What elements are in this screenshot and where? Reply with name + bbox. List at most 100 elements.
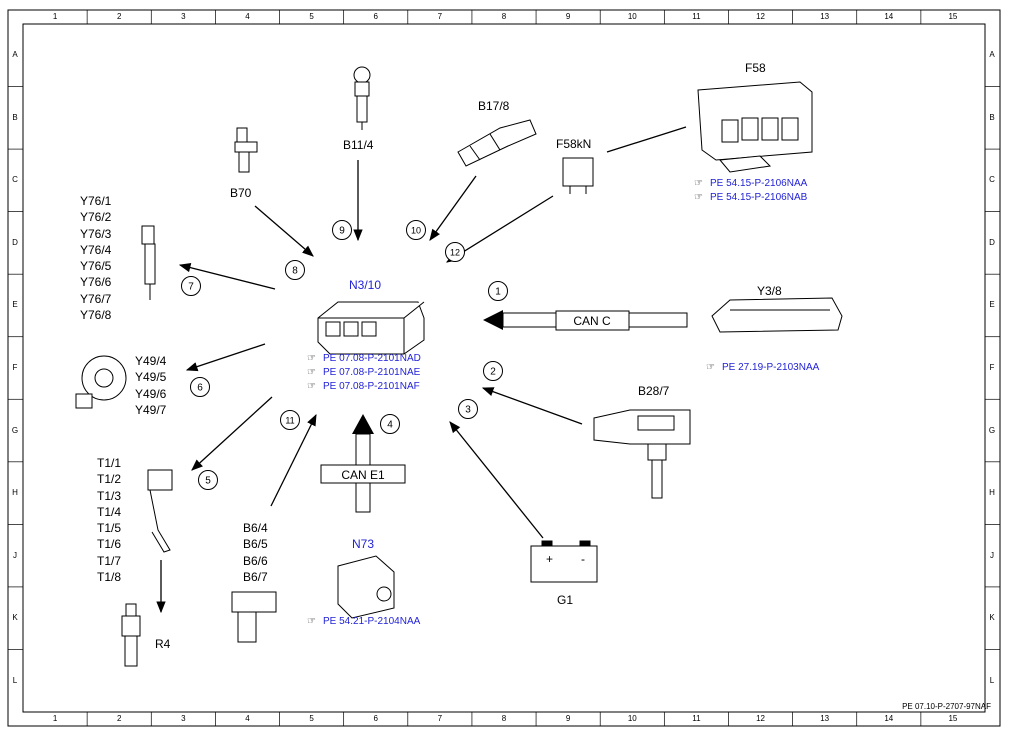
y76-fuel-injector-icon bbox=[141, 225, 156, 300]
reference-link[interactable]: ☞PE 54.15-P-2106NAA bbox=[694, 178, 808, 189]
callout-circle bbox=[380, 414, 400, 434]
grid-column-label: 10 bbox=[627, 12, 637, 21]
callout-number: 12 bbox=[450, 248, 460, 258]
pointing-hand-icon: ☞ bbox=[694, 178, 703, 189]
callout-number: 2 bbox=[490, 367, 496, 378]
grid-row-label: A bbox=[12, 50, 18, 60]
b6-camshaft-sensor-icon bbox=[231, 591, 277, 643]
grid-column-label: 11 bbox=[692, 12, 701, 21]
callout-circle bbox=[483, 361, 503, 381]
grid-ticks bbox=[8, 10, 1000, 726]
grid-column-label: 6 bbox=[373, 12, 378, 21]
callout-number: 1 bbox=[495, 287, 501, 298]
callout-circle bbox=[488, 281, 508, 301]
reference-link[interactable]: ☞PE 27.19-P-2103NAA bbox=[706, 362, 820, 373]
callout-number: 4 bbox=[387, 420, 393, 431]
n3-10-control-unit-icon bbox=[317, 301, 425, 355]
grid-column-label: 13 bbox=[820, 714, 830, 723]
y3-8-transmission-control-icon bbox=[711, 297, 843, 333]
grid-column-label: 4 bbox=[245, 12, 250, 21]
line-b70 bbox=[254, 205, 314, 257]
n73-electronic-ignition-lock-icon bbox=[337, 555, 395, 619]
callout-number: 7 bbox=[188, 282, 194, 293]
grid-column-label: 11 bbox=[692, 714, 701, 723]
grid-row-label: G bbox=[11, 425, 19, 435]
r4-label: R4 bbox=[155, 637, 171, 651]
reference-link[interactable]: ☞PE 54.15-P-2106NAB bbox=[694, 192, 808, 203]
grid-column-label: 15 bbox=[948, 12, 958, 21]
callout-circle bbox=[181, 276, 201, 296]
grid-column-label: 8 bbox=[501, 12, 507, 21]
pointing-hand-icon: ☞ bbox=[706, 362, 715, 373]
line-b6 bbox=[270, 413, 317, 507]
grid-row-label: K bbox=[12, 613, 18, 623]
callout-number: 8 bbox=[292, 266, 298, 277]
f58kn-relay-icon bbox=[562, 157, 594, 194]
grid-row-label: L bbox=[12, 675, 18, 685]
grid-row-label: A bbox=[989, 50, 995, 60]
b70-crankshaft-sensor-icon bbox=[234, 127, 258, 173]
grid-row-label: F bbox=[989, 363, 995, 372]
grid-column-label: 1 bbox=[52, 12, 58, 21]
can-c-bus-arrow: CAN C bbox=[483, 310, 688, 331]
b70-label: B70 bbox=[230, 186, 252, 200]
callout-number: 5 bbox=[205, 476, 211, 487]
grid-column-label: 1 bbox=[52, 714, 58, 723]
f58-references: ☞PE 54.15-P-2106NAA ☞PE 54.15-P-2106NAB bbox=[694, 177, 807, 205]
reference-link[interactable]: ☞PE 07.08-P-2101NAD bbox=[307, 353, 421, 364]
grid-row-label: E bbox=[12, 300, 18, 310]
grid-column-label: 13 bbox=[820, 12, 830, 21]
grid-row-label: J bbox=[990, 550, 994, 560]
battery-minus-sign: - bbox=[581, 552, 585, 566]
line-b17-8 bbox=[429, 175, 477, 241]
grid-column-label: 3 bbox=[181, 714, 186, 723]
callout-number: 3 bbox=[465, 405, 471, 416]
reference-link[interactable]: ☞PE 07.08-P-2101NAF bbox=[307, 381, 420, 392]
connection-lines bbox=[156, 126, 687, 614]
y3-8-label: Y3/8 bbox=[757, 284, 782, 298]
callout-circle bbox=[280, 410, 300, 430]
t1-ignition-coil-icon bbox=[147, 469, 173, 553]
pointing-hand-icon: ☞ bbox=[307, 381, 316, 392]
pointing-hand-icon: ☞ bbox=[694, 192, 703, 203]
y3-8-references: ☞PE 27.19-P-2103NAA bbox=[706, 361, 819, 375]
grid-column-label: 14 bbox=[884, 12, 894, 21]
grid-column-label: 7 bbox=[437, 12, 443, 21]
grid-row-label: C bbox=[989, 175, 995, 185]
y49-camshaft-adjuster-icon bbox=[75, 355, 127, 409]
n73-references: ☞PE 54.21-P-2104NAA bbox=[307, 615, 420, 629]
b28-7-label: B28/7 bbox=[638, 384, 670, 398]
grid-row-label: E bbox=[989, 300, 995, 310]
pointing-hand-icon: ☞ bbox=[307, 367, 316, 378]
grid-column-label: 14 bbox=[884, 714, 894, 723]
callout-number: 9 bbox=[339, 226, 345, 237]
can-e1-label: CAN E1 bbox=[341, 468, 385, 482]
grid-column-label: 3 bbox=[181, 12, 186, 21]
document-id: PE 07.10-P-2707-97NAF bbox=[902, 702, 991, 711]
reference-link[interactable]: ☞PE 07.08-P-2101NAE bbox=[307, 367, 421, 378]
battery-plus-sign: + bbox=[546, 552, 553, 566]
grid-row-label: C bbox=[12, 175, 18, 185]
grid-column-label: 9 bbox=[565, 714, 571, 723]
grid-row-label: H bbox=[989, 488, 995, 498]
callout-circle bbox=[285, 260, 305, 280]
b17-8-sensor-icon bbox=[457, 119, 537, 167]
inner-frame bbox=[22, 23, 986, 713]
grid-row-label: F bbox=[12, 363, 18, 372]
grid-column-label: 6 bbox=[373, 714, 378, 723]
line-g1 bbox=[449, 421, 544, 539]
line-t1 bbox=[191, 396, 273, 471]
b17-8-label: B17/8 bbox=[478, 99, 510, 113]
reference-link[interactable]: ☞PE 54.21-P-2104NAA bbox=[307, 616, 421, 627]
n73-label: N73 bbox=[352, 537, 375, 551]
b11-4-label: B11/4 bbox=[343, 138, 374, 152]
grid-row-label: D bbox=[12, 237, 18, 247]
grid-row-label: K bbox=[989, 613, 995, 623]
grid-column-label: 8 bbox=[501, 714, 507, 723]
pointing-hand-icon: ☞ bbox=[307, 616, 316, 627]
can-e1-bus-arrow: CAN E1 bbox=[320, 414, 406, 513]
